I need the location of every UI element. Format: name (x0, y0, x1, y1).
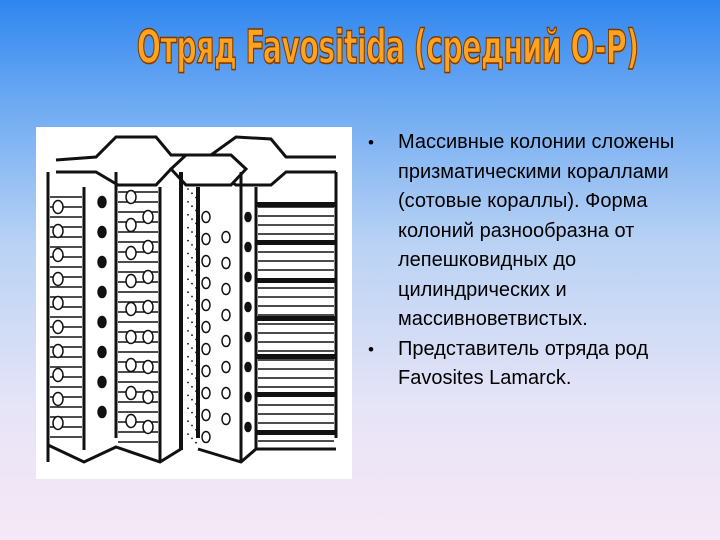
bullet-item-1: • Массивные колонии сложены призматическ… (364, 128, 684, 335)
bullet-text-2: Представитель отряда род Favosites Lamar… (398, 337, 649, 390)
bullet-marker: • (368, 133, 374, 152)
bullet-list: • Массивные колонии сложены призматическ… (364, 128, 684, 394)
bullet-item-2: • Представитель отряда род Favosites Lam… (364, 335, 684, 394)
slide-title: Отряд Favositida (средний O-P) (136, 19, 639, 75)
coral-illustration (46, 135, 338, 464)
bullet-marker: • (368, 339, 374, 359)
bullet-text-1: Массивные колонии сложены призматическим… (398, 131, 675, 330)
favosites-coral-drawing (36, 127, 352, 479)
